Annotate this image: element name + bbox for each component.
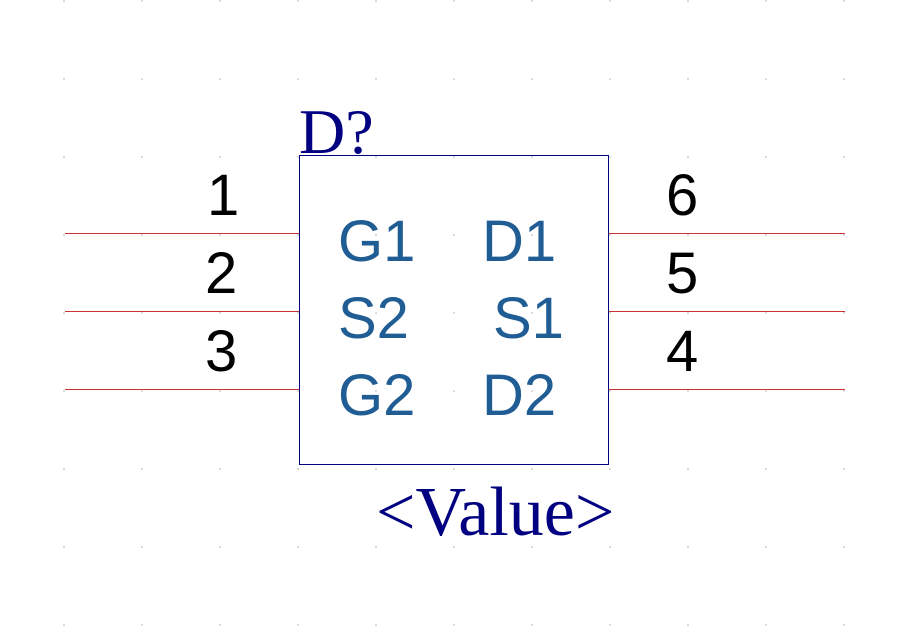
pin-label-s1: S1: [493, 286, 564, 351]
pin-label-s2: S2: [338, 286, 409, 351]
pin-number-1: 1: [207, 163, 240, 228]
component-body[interactable]: [299, 155, 609, 465]
pin-line-2[interactable]: [65, 311, 299, 312]
pin-label-d1: D1: [482, 209, 557, 274]
pin-line-6[interactable]: [609, 233, 845, 234]
pin-number-5: 5: [666, 241, 699, 306]
pin-number-6: 6: [666, 163, 699, 228]
component-designator[interactable]: D?: [299, 96, 374, 167]
pin-line-3[interactable]: [65, 389, 299, 390]
pin-number-3: 3: [205, 319, 238, 384]
pin-line-1[interactable]: [65, 233, 299, 234]
component-value[interactable]: <Value>: [376, 474, 615, 551]
pin-label-g1: G1: [338, 209, 416, 274]
pin-number-2: 2: [205, 241, 238, 306]
pin-label-g2: G2: [338, 363, 416, 428]
pin-label-d2: D2: [482, 363, 557, 428]
pin-number-4: 4: [666, 319, 699, 384]
pin-line-4[interactable]: [609, 389, 845, 390]
pin-line-5[interactable]: [609, 311, 845, 312]
